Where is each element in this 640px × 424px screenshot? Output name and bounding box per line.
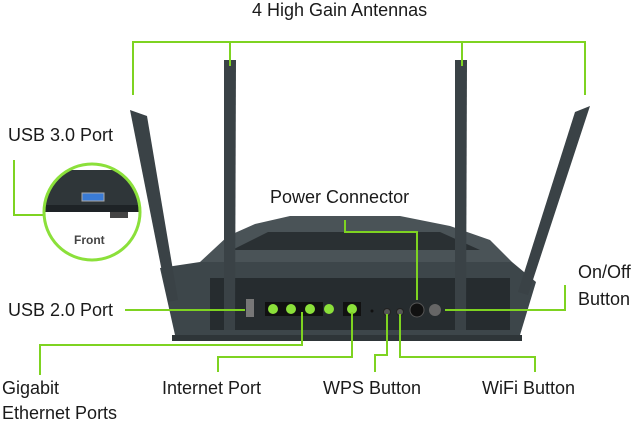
power-connector bbox=[409, 302, 425, 318]
power-button bbox=[429, 304, 441, 316]
usb3-label: USB 3.0 Port bbox=[8, 125, 114, 145]
onoff-label-2: Button bbox=[578, 289, 631, 309]
internet-label: Internet Port bbox=[162, 378, 262, 398]
antenna-1 bbox=[130, 110, 178, 302]
usb2-label: USB 2.0 Port bbox=[8, 300, 114, 320]
gigabit-label-1: Gigabit bbox=[2, 378, 60, 398]
antenna-2 bbox=[224, 60, 236, 330]
antennas bbox=[130, 60, 590, 330]
callout-lines bbox=[13, 41, 586, 375]
wps-label: WPS Button bbox=[323, 378, 422, 398]
wifi-label: WiFi Button bbox=[482, 378, 576, 398]
antennas-label: 4 High Gain Antennas bbox=[252, 0, 428, 20]
router bbox=[160, 216, 536, 341]
onoff-label-1: On/Off bbox=[578, 262, 631, 282]
front-label: Front bbox=[74, 233, 105, 247]
antenna-4 bbox=[518, 106, 590, 295]
ethernet-ports bbox=[265, 302, 334, 316]
power-label: Power Connector bbox=[270, 187, 410, 207]
usb3-inset bbox=[42, 162, 142, 262]
reset-hole bbox=[370, 309, 374, 313]
gigabit-label-2: Ethernet Ports bbox=[2, 403, 118, 423]
usb2-port bbox=[246, 299, 254, 317]
antenna-3 bbox=[455, 60, 467, 330]
